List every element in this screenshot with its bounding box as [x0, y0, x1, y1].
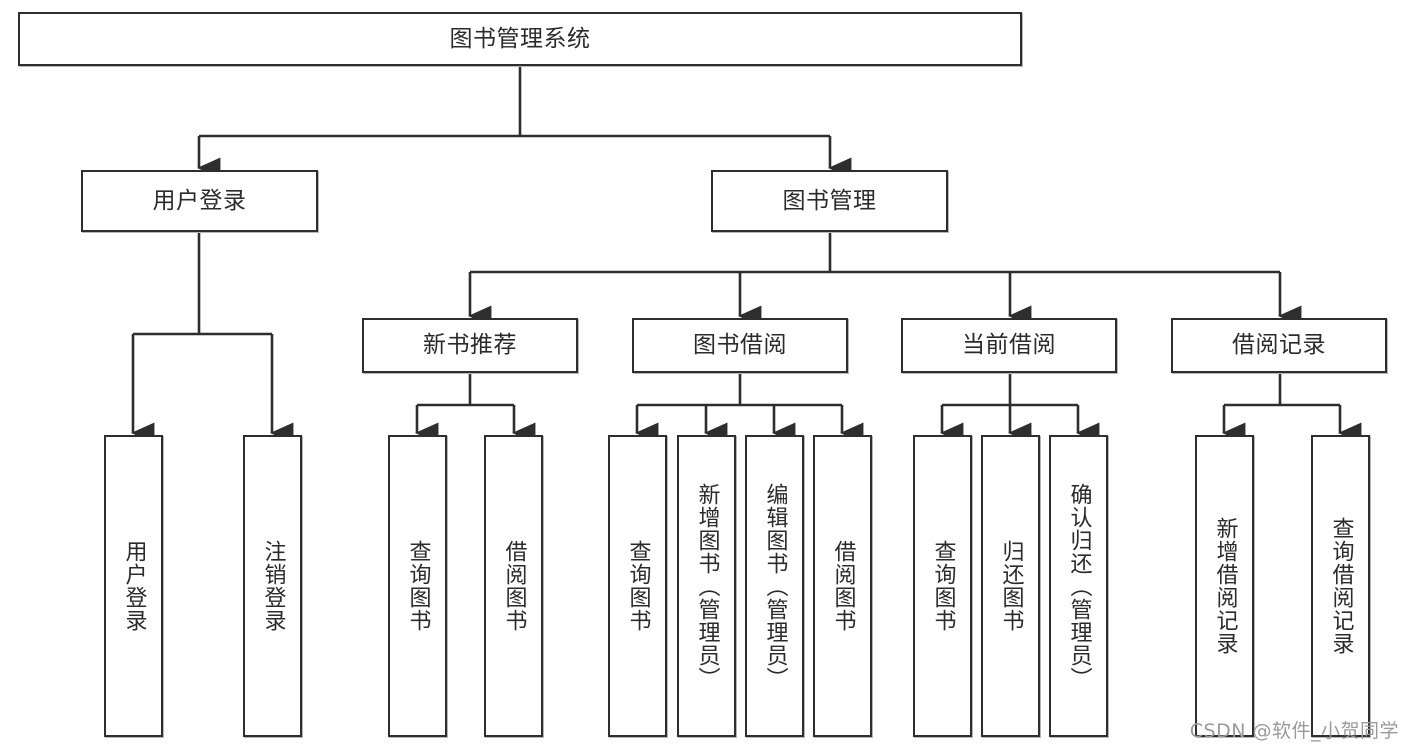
node-leaf-borrow-book-recommend[interactable]: 借阅图书	[484, 435, 543, 737]
node-label: 确认归还（管理员）	[1066, 482, 1092, 690]
node-borrow-record[interactable]: 借阅记录	[1171, 318, 1387, 373]
node-label: 查询图书	[930, 540, 956, 632]
node-user-login[interactable]: 用户登录	[81, 170, 318, 232]
node-label: 编辑图书（管理员）	[762, 482, 788, 690]
node-label: 查询借阅记录	[1328, 517, 1354, 655]
node-label: 用户登录	[152, 187, 247, 214]
node-label: 新书推荐	[423, 332, 517, 358]
node-label: 新增借阅记录	[1212, 517, 1238, 655]
node-label: 用户登录	[121, 540, 147, 632]
node-label: 当前借阅	[962, 332, 1056, 358]
node-new-book-recommend[interactable]: 新书推荐	[362, 318, 578, 373]
node-label: 借阅记录	[1232, 332, 1326, 358]
node-leaf-edit-book-admin[interactable]: 编辑图书（管理员）	[745, 435, 804, 737]
node-leaf-logout-login[interactable]: 注销登录	[243, 435, 302, 737]
node-leaf-user-login[interactable]: 用户登录	[104, 435, 163, 737]
node-leaf-query-book-recommend[interactable]: 查询图书	[388, 435, 447, 737]
node-leaf-return-book[interactable]: 归还图书	[981, 435, 1040, 737]
node-label: 注销登录	[260, 540, 286, 632]
node-label: 借阅图书	[501, 540, 527, 632]
watermark-text: CSDN @软件_小贺同学	[1189, 720, 1399, 742]
node-label: 图书管理	[782, 187, 877, 214]
node-label: 查询图书	[625, 540, 651, 632]
node-leaf-add-borrow-record[interactable]: 新增借阅记录	[1195, 435, 1254, 737]
node-label: 归还图书	[998, 540, 1024, 632]
node-label: 新增图书（管理员）	[694, 482, 720, 690]
node-label: 图书借阅	[693, 332, 787, 358]
node-book-management[interactable]: 图书管理	[711, 170, 948, 232]
node-leaf-query-borrow-record[interactable]: 查询借阅记录	[1311, 435, 1370, 737]
node-label: 借阅图书	[830, 540, 856, 632]
node-leaf-borrow-book[interactable]: 借阅图书	[813, 435, 872, 737]
node-label: 查询图书	[405, 540, 431, 632]
node-leaf-add-book-admin[interactable]: 新增图书（管理员）	[677, 435, 736, 737]
node-current-borrow[interactable]: 当前借阅	[901, 318, 1117, 373]
node-book-borrow[interactable]: 图书借阅	[632, 318, 848, 373]
node-leaf-confirm-return-admin[interactable]: 确认归还（管理员）	[1049, 435, 1108, 737]
node-leaf-query-book-borrow[interactable]: 查询图书	[608, 435, 667, 737]
node-root-book-management-system[interactable]: 图书管理系统	[18, 12, 1022, 66]
node-leaf-query-book-current[interactable]: 查询图书	[913, 435, 972, 737]
node-label: 图书管理系统	[449, 25, 591, 52]
